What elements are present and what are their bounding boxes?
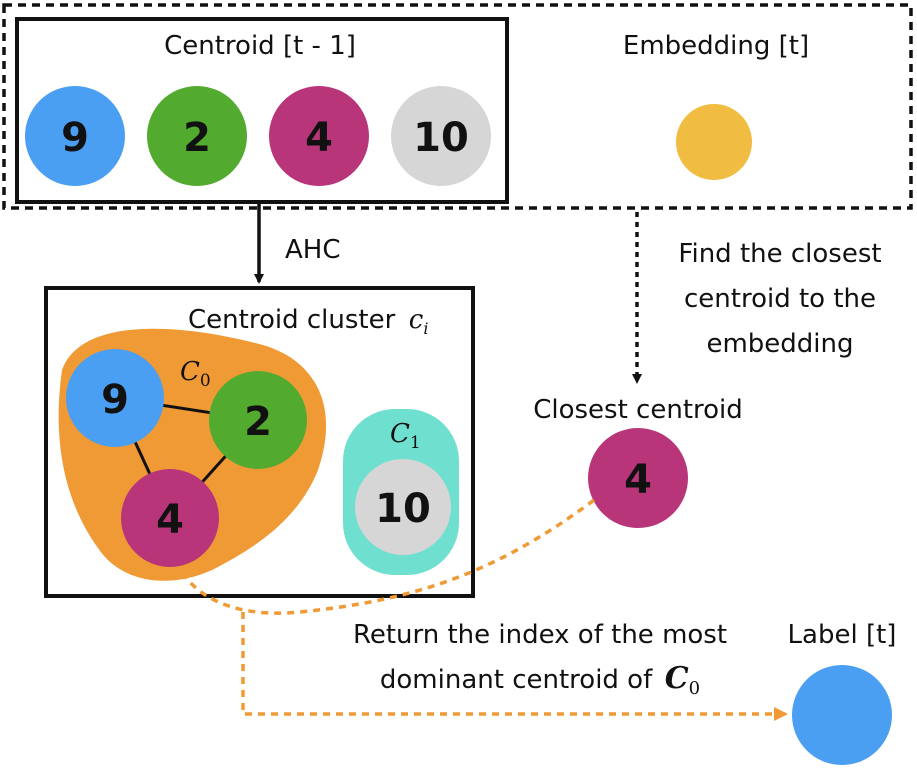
return-label-line2-text: dominant centroid of — [380, 665, 653, 695]
centroid-label: 4 — [305, 115, 333, 161]
cluster-node-label: 2 — [244, 399, 272, 445]
return-label-symbol-sub: 0 — [689, 678, 700, 699]
cluster-node-circle-9 — [66, 349, 164, 447]
match-dashed-curve — [180, 498, 596, 615]
cluster-node-label: 10 — [375, 486, 431, 532]
previous-centroid-node: 4 — [269, 86, 369, 186]
cluster-node: 9 — [66, 349, 164, 447]
return-label-line1: Return the index of the most — [353, 620, 727, 650]
ahc-label: AHC — [285, 235, 341, 265]
centroid-cluster-title-text: Centroid cluster — [188, 305, 396, 335]
cluster-node-circle-4 — [121, 469, 219, 567]
find-closest-label-line1: Find the closest — [678, 239, 881, 269]
find-closest-label-line3: embedding — [706, 329, 853, 359]
centroid-circle-9 — [25, 86, 125, 186]
output-label-title: Label [t] — [788, 620, 897, 650]
cluster-c0-label: C0 — [180, 357, 211, 391]
cluster-node-label: 9 — [101, 377, 129, 423]
cluster-node: 4 — [121, 469, 219, 567]
closest-centroid-circle — [588, 428, 688, 528]
centroid-circle-10 — [391, 86, 491, 186]
output-label-circle — [792, 665, 892, 765]
previous-centroids-title: Centroid [t - 1] — [164, 31, 356, 61]
cluster-node: 10 — [355, 459, 451, 555]
centroid-label: 9 — [61, 115, 89, 161]
previous-centroid-node: 9 — [25, 86, 125, 186]
embedding-circle — [676, 104, 752, 180]
previous-centroid-node: 2 — [147, 86, 247, 186]
cluster-c0-symbol: C — [180, 357, 200, 387]
previous-centroid-node: 10 — [391, 86, 491, 186]
closest-centroid-title: Closest centroid — [533, 395, 743, 425]
centroid-circle-2 — [147, 86, 247, 186]
cluster-c1-label: C1 — [390, 419, 421, 453]
cluster-node-circle-2 — [209, 371, 307, 469]
find-closest-label-line2: centroid to the — [684, 284, 876, 314]
centroid-cluster-symbol: c — [409, 305, 424, 335]
cluster-c1-symbol-sub: 1 — [410, 433, 421, 453]
cluster-node-label: 4 — [156, 497, 184, 543]
centroid-label: 2 — [183, 115, 211, 161]
cluster-node: 2 — [209, 371, 307, 469]
embedding-title: Embedding [t] — [623, 31, 809, 61]
return-label-line2: dominant centroid of C0 — [380, 661, 700, 699]
centroid-cluster-symbol-sub: i — [423, 319, 428, 338]
input-dashed-frame — [2, 3, 913, 210]
cluster-c1-symbol: C — [390, 419, 410, 449]
centroid-circle-4 — [269, 86, 369, 186]
return-label-symbol: C — [665, 661, 689, 696]
cluster-c0-symbol-sub: 0 — [200, 371, 211, 391]
centroid-cluster-title: Centroid cluster ci — [188, 305, 428, 338]
cluster-node-circle-10 — [355, 459, 451, 555]
closest-centroid-label: 4 — [624, 457, 652, 503]
centroid-label: 10 — [413, 115, 469, 161]
